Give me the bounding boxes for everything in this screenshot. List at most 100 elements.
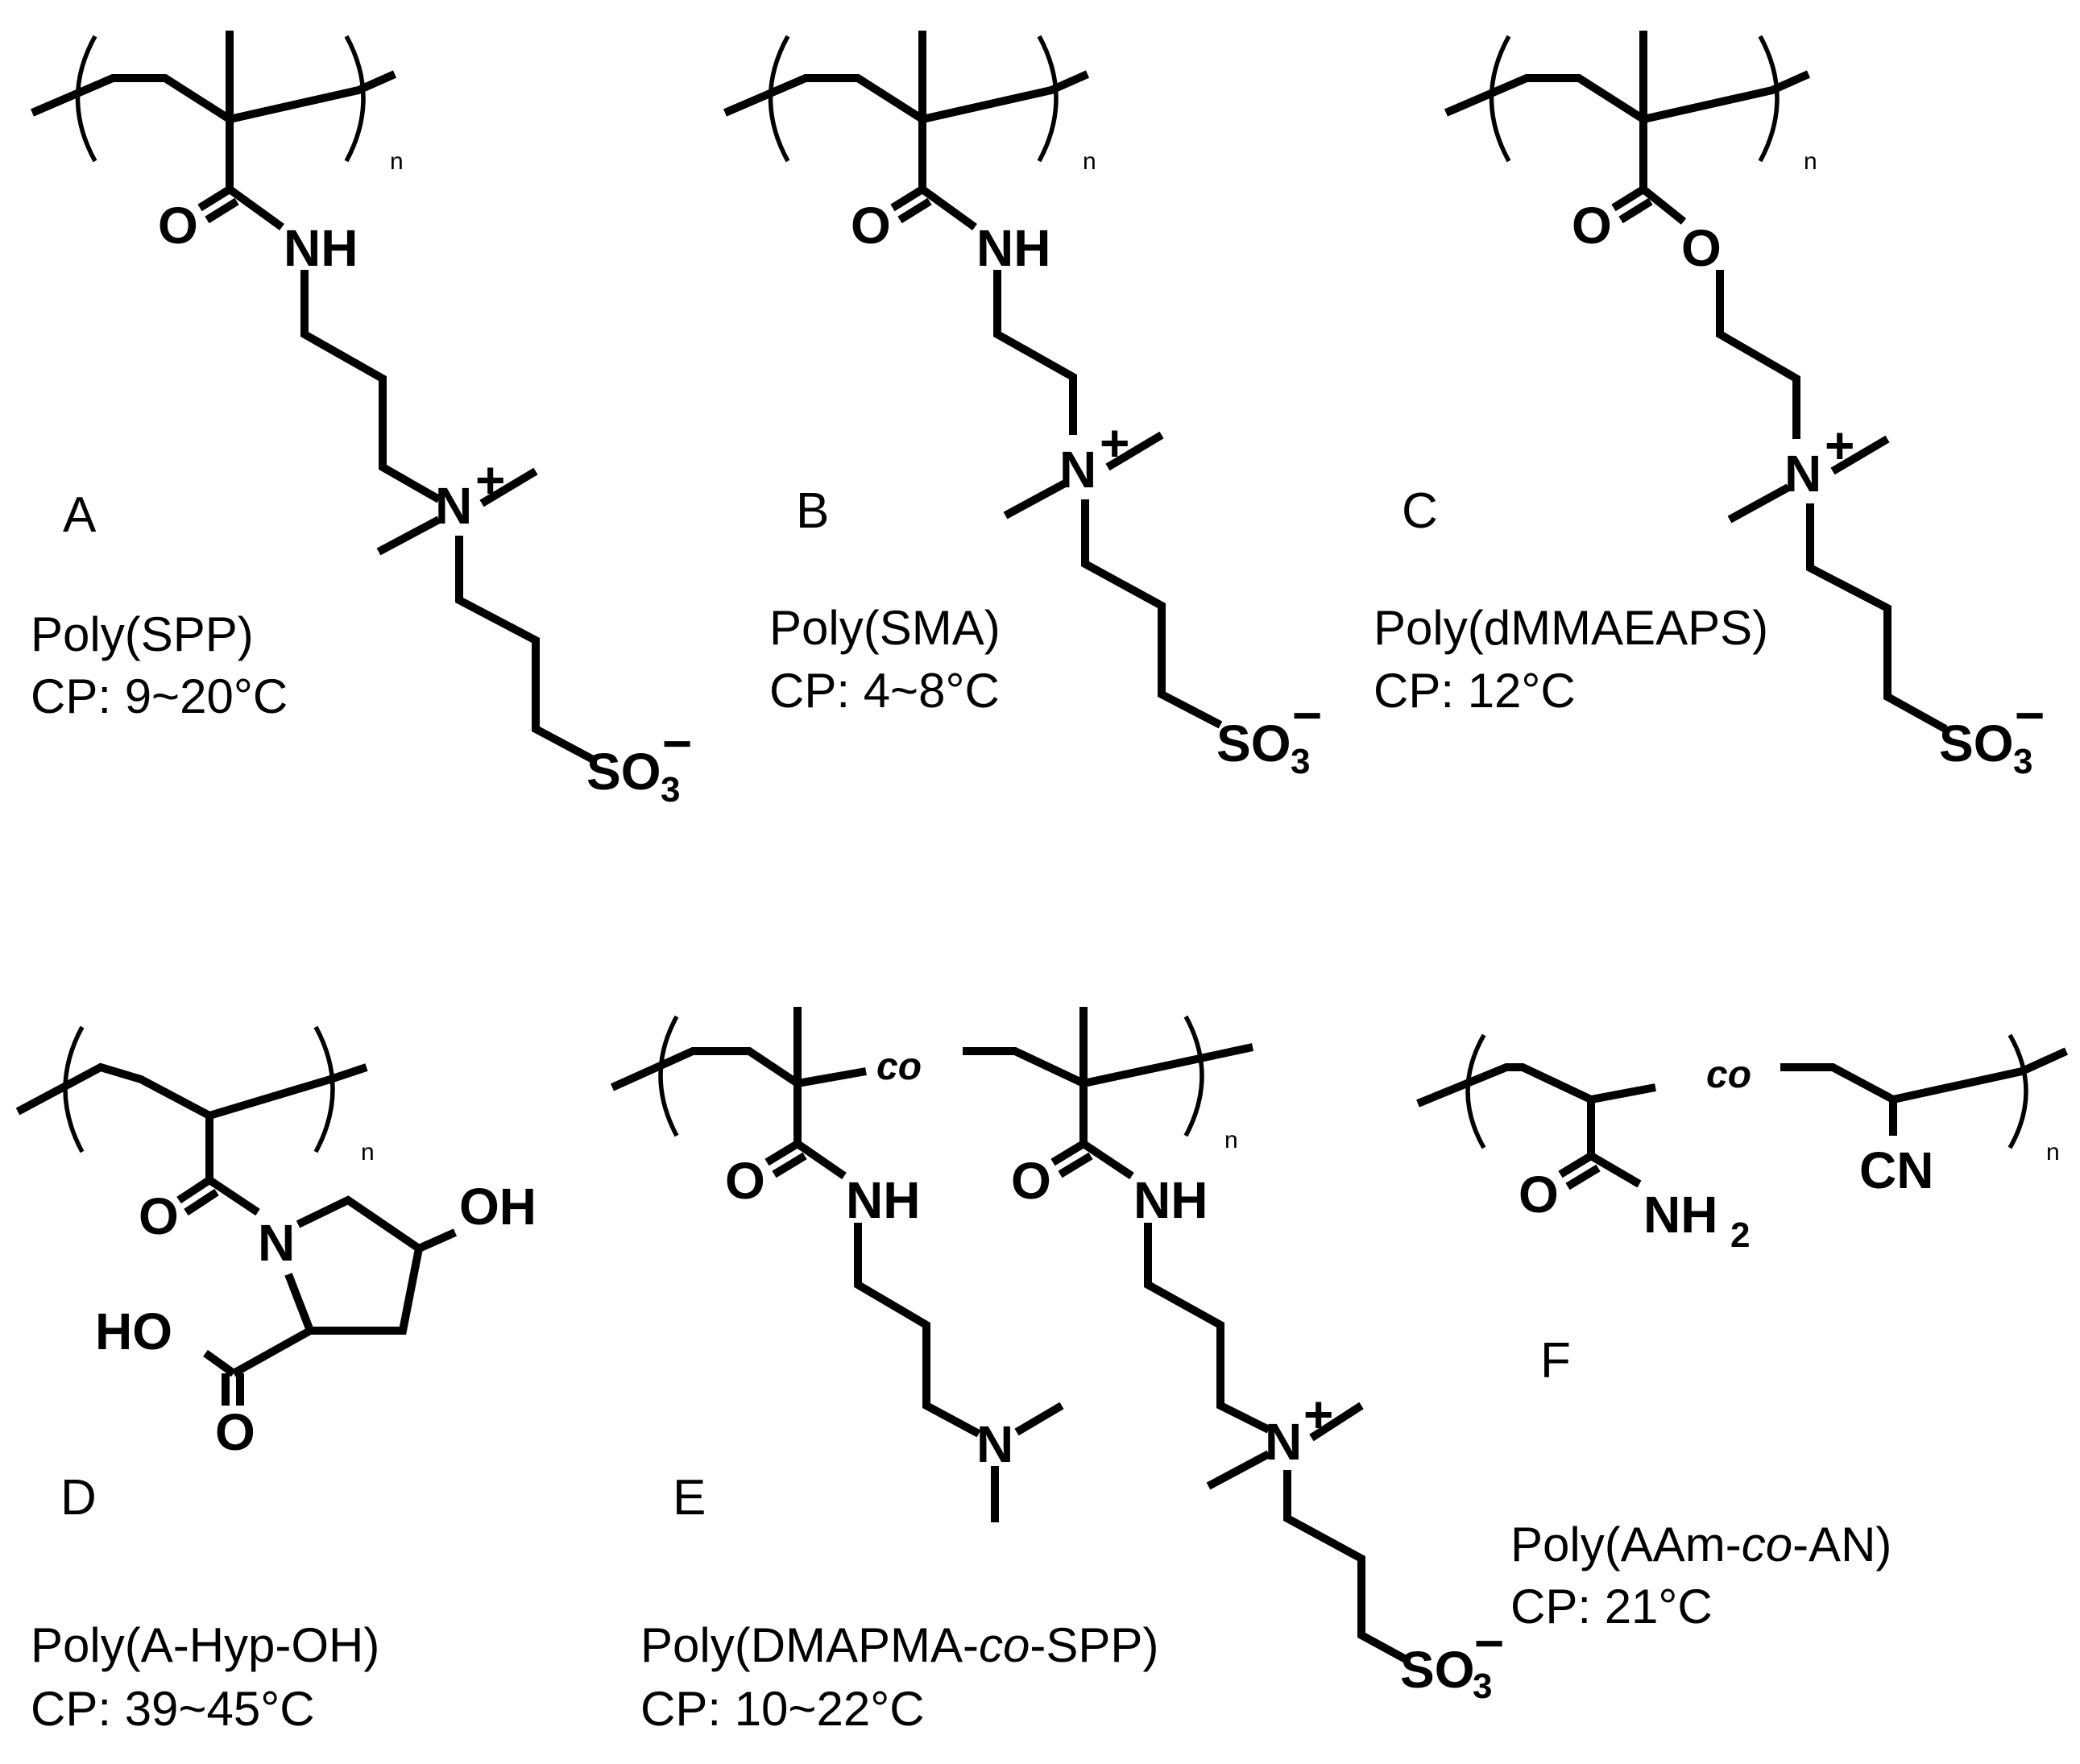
n-methyl-2-c: [1727, 483, 1791, 524]
carboxyl-bond-d: [231, 1327, 313, 1377]
carbonyl-oxygen-c: O: [1572, 197, 1612, 255]
ester-bond-c: [1640, 186, 1687, 225]
carboxyl-ho-d: HO: [95, 1302, 172, 1360]
amide-nh2-sub-f: 2: [1730, 1215, 1750, 1255]
carbonyl-oxygen-a: O: [158, 197, 198, 255]
bracket-right-a: [344, 35, 366, 163]
sulfonate-sub-e: 3: [1473, 1667, 1492, 1706]
carboxyl-oxygen-d: O: [215, 1403, 255, 1461]
bracket-left-e: [658, 1015, 679, 1137]
amide-bond-b: [920, 185, 977, 231]
hydroxyl-bond-d: [416, 1228, 458, 1253]
amide-bond-e-1: [795, 1140, 847, 1180]
structure-b: n O NH N + SO 3 −: [723, 31, 1322, 781]
panel-label-d: D: [60, 1470, 97, 1526]
repeat-n-d: n: [361, 1139, 375, 1166]
nitrile-cn-f: CN: [1859, 1141, 1933, 1199]
carbonyl-oxygen-b: O: [851, 197, 891, 255]
cloud-point-f: CP: 21°C: [1510, 1580, 1713, 1634]
carbonyl-oxygen-f: O: [1519, 1166, 1559, 1224]
sulfonate-charge-a: −: [662, 714, 692, 772]
spacer-chain-e-2: [1144, 1223, 1271, 1434]
sulfopropyl-chain-b: [1081, 499, 1223, 729]
bracket-right-e: [1183, 1015, 1204, 1137]
bracket-left-f: [1465, 1033, 1486, 1149]
ammonium-n-c: N: [1784, 445, 1821, 503]
amide-nh-b: NH: [976, 219, 1050, 277]
amine-methyl-1-e: [1014, 1402, 1064, 1436]
spacer-chain-c: [1716, 270, 1800, 439]
n-methyl-1-c: [1830, 435, 1890, 475]
sulfonate-s-a: SO: [586, 743, 661, 801]
ammonium-n-a: N: [435, 477, 472, 535]
sulfonate-charge-b: −: [1292, 686, 1322, 744]
sulfonate-charge-c: −: [2015, 686, 2045, 744]
ammonium-n-e: N: [1265, 1413, 1302, 1471]
repeat-n-b: n: [1083, 148, 1096, 175]
carbonyl-double-bond-2-e-1: [772, 1152, 807, 1178]
sulfonate-s-b: SO: [1216, 714, 1291, 772]
hydroxyl-d: OH: [459, 1178, 537, 1236]
n-methyl-1-e: [1309, 1402, 1364, 1442]
amide-bond-a: [227, 185, 284, 231]
backbone-a: [31, 70, 397, 124]
repeat-n-f: n: [2046, 1139, 2060, 1166]
spacer-chain-a: [300, 270, 441, 503]
carbonyl-double-bond-1-e-1: [764, 1140, 800, 1166]
cloud-point-c: CP: 12°C: [1374, 664, 1576, 718]
panel-label-f: F: [1540, 1333, 1571, 1389]
n-methyl-2-b: [1003, 479, 1067, 520]
panel-label-b: B: [796, 483, 829, 539]
cloud-point-a: CP: 9~20°C: [31, 669, 288, 723]
carbonyl-oxygen-d: O: [139, 1187, 179, 1245]
panel-label-e: E: [673, 1470, 706, 1526]
polymer-name-a: Poly(SPP): [31, 607, 254, 661]
bracket-left-b: [768, 35, 790, 163]
sulfonate-sub-c: 3: [2013, 742, 2032, 781]
polymer-name-d: Poly(A-Hyp-OH): [31, 1618, 379, 1672]
spacer-chain-e-1: [854, 1223, 981, 1438]
structure-d: n O N OH HO O: [15, 1025, 537, 1461]
carbonyl-double-bond-1-b: [890, 185, 925, 212]
co-label-f: co: [1706, 1054, 1751, 1096]
cloud-point-e: CP: 10~22°C: [640, 1682, 925, 1736]
panel-label-a: A: [63, 487, 97, 543]
n-methyl-1-a: [479, 467, 538, 507]
bracket-right-f: [2007, 1033, 2028, 1149]
polymer-name-c: Poly(dMMAEAPS): [1374, 601, 1768, 655]
repeat-n-c: n: [1804, 148, 1817, 175]
backbone-c: [1444, 70, 1811, 124]
amine-n-e: N: [976, 1415, 1013, 1473]
carbonyl-double-bond-2-a: [205, 197, 239, 224]
structure-f: co n O NH 2 CN: [1416, 1033, 2069, 1255]
backbone-e-1: [610, 1047, 867, 1091]
bracket-right-b: [1037, 35, 1059, 163]
carbonyl-double-bond-1-a: [197, 185, 232, 212]
amide-bond-f: [1589, 1152, 1642, 1188]
carbonyl-oxygen-e-2: O: [1011, 1152, 1051, 1210]
ammonium-n-b: N: [1059, 441, 1096, 499]
sulfopropyl-chain-c: [1806, 503, 1948, 733]
backbone-f-1: [1416, 1063, 1656, 1108]
cloud-point-b: CP: 4~8°C: [769, 664, 1000, 718]
amide-bond-e-2: [1081, 1140, 1134, 1180]
sulfonate-sub-a: 3: [661, 770, 680, 810]
ring-nitrogen-d: N: [258, 1214, 295, 1272]
n-methyl-1-b: [1105, 431, 1164, 471]
sulfonate-sub-b: 3: [1291, 742, 1310, 781]
polymer-name-b: Poly(SMA): [769, 601, 1001, 655]
polymer-name-e: Poly(DMAPMA-co-SPP): [640, 1618, 1158, 1672]
backbone-b: [723, 70, 1090, 124]
amide-nh-e-2: NH: [1133, 1171, 1208, 1229]
carbonyl-double-bond-1-e-2: [1050, 1140, 1086, 1166]
carbonyl-double-bond-1-d: [176, 1176, 212, 1204]
structure-e: co n O NH N O NH N + SO 3 −: [610, 1007, 1504, 1706]
carbonyl-oxygen-e-1: O: [725, 1152, 765, 1210]
sulfonate-charge-e: −: [1474, 1614, 1504, 1672]
cloud-point-d: CP: 39~45°C: [31, 1682, 315, 1736]
repeat-n-e: n: [1224, 1127, 1238, 1153]
amide-nh-a: NH: [284, 219, 358, 277]
carbonyl-double-bond-1-c: [1611, 185, 1646, 212]
carbonyl-double-bond-2-c: [1618, 197, 1653, 224]
